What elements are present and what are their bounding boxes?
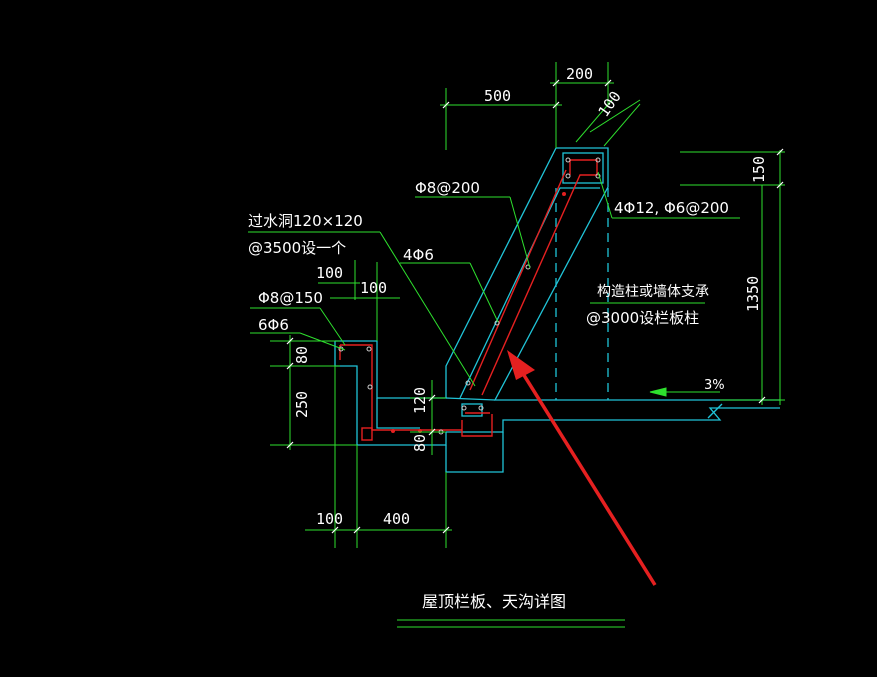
tick	[286, 337, 294, 345]
gutter-bars-label: 6Φ6	[258, 316, 289, 334]
tick	[776, 148, 784, 156]
gutter-body-outline	[335, 147, 780, 401]
dimension-ticks	[286, 79, 784, 534]
drain-hole-note-2: @3500设一个	[248, 239, 346, 257]
leader-line	[509, 196, 531, 269]
slope-tick	[707, 403, 723, 419]
rebar-dot	[366, 346, 372, 352]
rebar-dot	[595, 157, 601, 163]
rebar-dot	[478, 405, 484, 411]
tick	[331, 526, 339, 534]
dimension-lines	[248, 62, 785, 628]
annotation-texts: Φ8@200 4Φ6 4Φ12, Φ6@200 Φ8@150 6Φ6 过水洞12…	[248, 179, 729, 611]
rail-inner-outline	[459, 187, 600, 399]
tick	[286, 362, 294, 370]
rail-bars-label: 4Φ6	[403, 246, 434, 264]
dim-80-bottom: 80	[411, 434, 429, 452]
drawing-title: 屋顶栏板、天沟详图	[422, 592, 566, 611]
dim-line	[589, 99, 641, 133]
rail-rebar	[469, 169, 567, 391]
tick	[428, 428, 436, 436]
dim-250: 250	[293, 391, 311, 418]
tick	[442, 526, 450, 534]
rebar-dot	[565, 157, 571, 163]
arrow-shaft	[520, 371, 657, 586]
leader-line	[469, 262, 499, 323]
drain-hole-note-1: 过水洞120×120	[248, 212, 363, 230]
rebar-dot	[595, 173, 601, 179]
rail-stirrup-label: Φ8@200	[415, 179, 480, 197]
arrow-head	[507, 350, 535, 380]
dim-1350: 1350	[744, 276, 762, 312]
leader-line	[379, 231, 476, 387]
rail-rebar-2	[481, 159, 598, 396]
rebar-lines	[339, 159, 598, 441]
rebar-dot	[391, 429, 395, 433]
top-beam-box	[562, 152, 604, 184]
rebar-dot	[465, 380, 471, 386]
tick	[428, 394, 436, 402]
slab-bottom-step	[445, 432, 504, 473]
dim-500: 500	[484, 87, 511, 105]
rebar-section-dots	[338, 157, 601, 435]
dim-line	[575, 99, 613, 143]
tick	[758, 396, 766, 404]
gutter-corner-rebar	[361, 427, 373, 441]
top-beam-label: 4Φ12, Φ6@200	[614, 199, 729, 217]
rebar-dot	[562, 192, 566, 196]
dim-120: 120	[411, 387, 429, 414]
red-callout-arrow	[507, 350, 657, 586]
concrete-outline	[334, 147, 780, 473]
dim-400: 400	[383, 510, 410, 528]
rebar-dot	[367, 384, 373, 390]
tick	[353, 526, 361, 534]
gutter-stirrup-label: Φ8@150	[258, 289, 323, 307]
slope-label: 3%	[704, 378, 725, 393]
dim-line	[603, 103, 641, 147]
leader-line	[597, 171, 613, 219]
leader-line	[319, 307, 346, 346]
rail-base-line	[445, 397, 496, 401]
dim-100-a: 100	[316, 264, 343, 282]
dim-100-b: 100	[360, 279, 387, 297]
slab-rebar	[461, 414, 493, 437]
tick	[604, 79, 612, 87]
tick	[552, 79, 560, 87]
rebar-dot	[565, 173, 571, 179]
gutter-inner-outline	[334, 341, 447, 446]
rebar-dot	[461, 405, 467, 411]
tick	[286, 441, 294, 449]
support-note-2: @3000设栏板柱	[586, 309, 699, 327]
slab-outline	[446, 407, 780, 433]
dim-100-bottom: 100	[316, 510, 343, 528]
tick	[776, 181, 784, 189]
tick	[552, 101, 560, 109]
support-note-1: 构造柱或墙体支承	[597, 284, 709, 300]
dim-80-top: 80	[293, 346, 311, 364]
gutter-rebar	[340, 344, 462, 431]
tick	[442, 101, 450, 109]
slope-arrowhead	[649, 387, 667, 397]
gutter-step	[376, 398, 420, 429]
dimension-texts: 200 500 100 150 1350 100 100 80 250 120 …	[293, 65, 768, 528]
dim-200: 200	[566, 65, 593, 83]
dim-150: 150	[750, 156, 768, 183]
leader-line	[299, 332, 346, 351]
